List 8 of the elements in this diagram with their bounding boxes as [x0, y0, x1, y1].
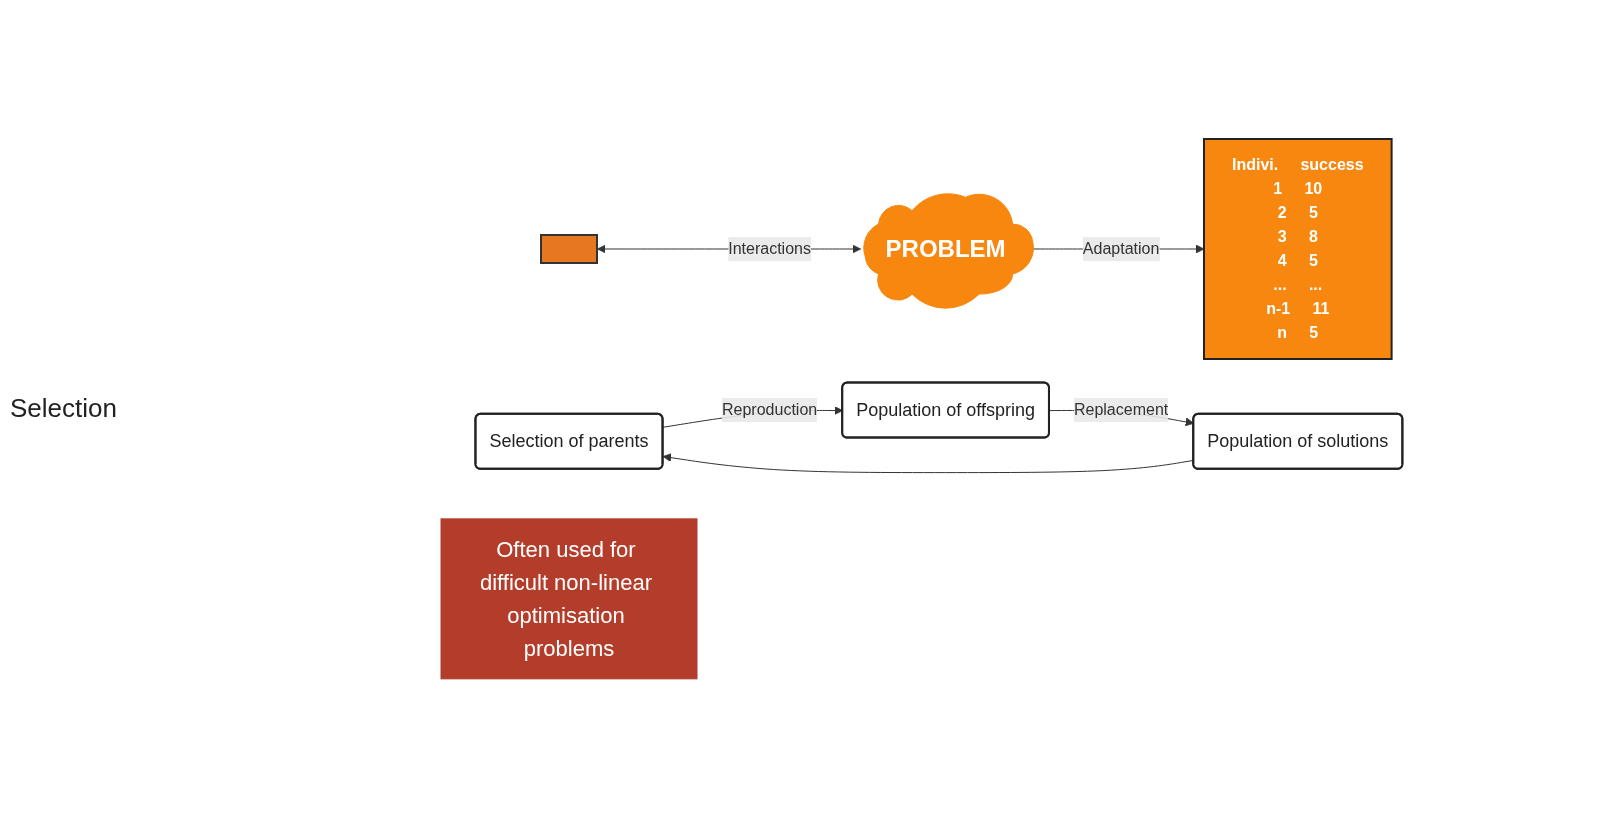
edge-label: Replacement: [1074, 400, 1169, 418]
edge-label: Adaptation: [1083, 239, 1160, 257]
edge-label: Reproduction: [722, 400, 818, 418]
node-box: Often used for difficult non-linear optimisation problems: [440, 517, 698, 679]
section-label: Selection: [10, 393, 118, 424]
node-box: Indivi. success 1 10 2 5 3 8 4 5 ... ... n-1 11 n 5: [1203, 137, 1393, 360]
edge-label: Interactions: [728, 239, 812, 257]
node-bar: [540, 233, 599, 264]
